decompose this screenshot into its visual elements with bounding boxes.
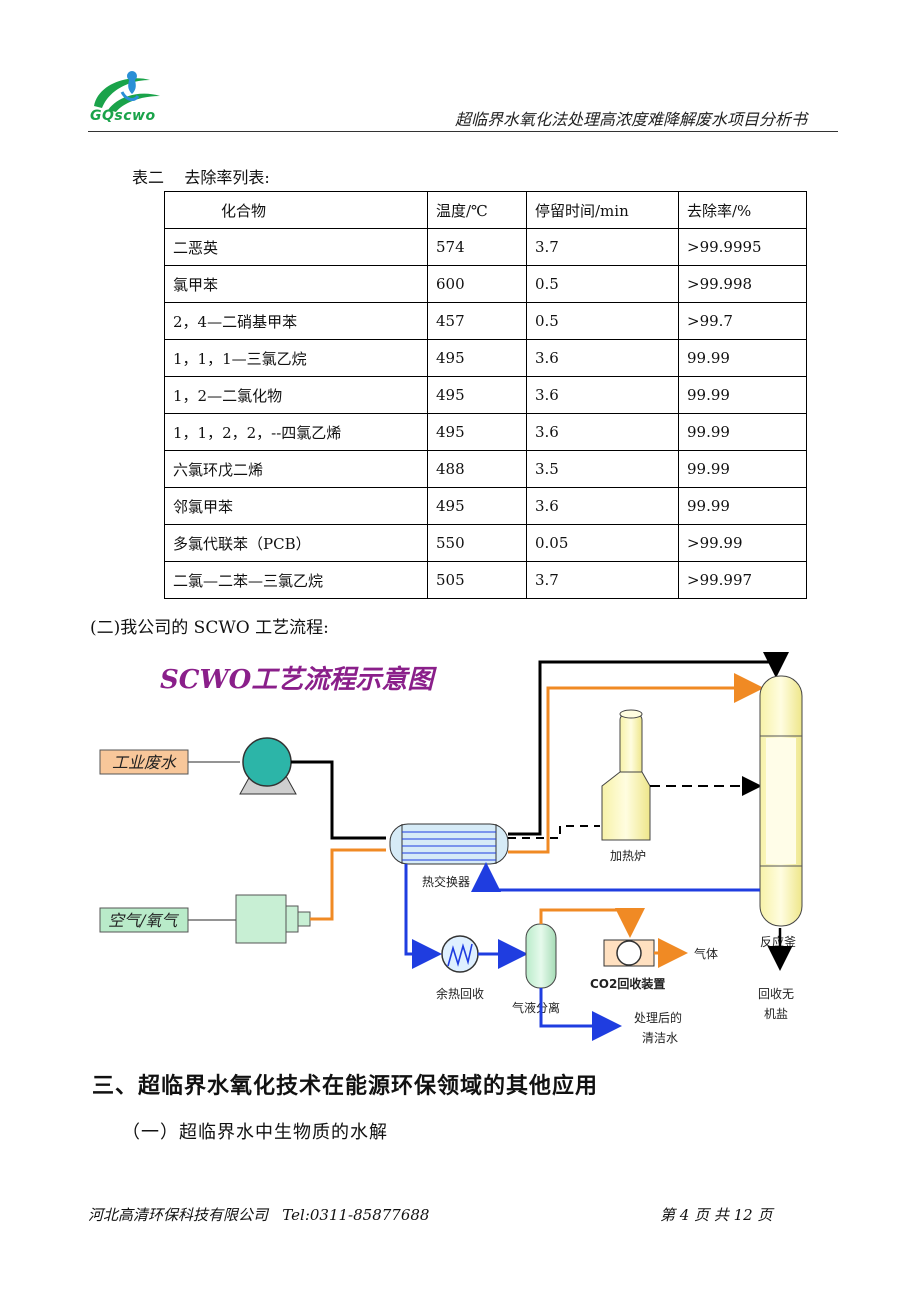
heat-exchanger-icon: [389, 823, 509, 865]
heat-exchanger-label: 热交换器: [422, 874, 470, 889]
residence-time-cell: 3.6: [526, 413, 679, 451]
removal-rate-cell: 99.99: [678, 376, 807, 414]
removal-rate-cell: >99.9995: [678, 228, 807, 266]
compressor-icon: [235, 894, 311, 944]
compound-cell: 二恶英: [164, 228, 428, 266]
compound-cell: 多氯代联苯（PCB）: [164, 524, 428, 562]
heating-furnace-icon: [601, 709, 651, 841]
residence-time-cell: 3.7: [526, 228, 679, 266]
temperature-cell: 505: [427, 561, 527, 599]
temperature-cell: 495: [427, 376, 527, 414]
removal-rate-cell: 99.99: [678, 339, 807, 377]
section-3-title: 三、超临界水氧化技术在能源环保领域的其他应用: [92, 1074, 599, 1099]
footer-company-contact: 河北高清环保科技有限公司 Tel:0311-85877688: [88, 1206, 430, 1224]
temperature-cell: 488: [427, 450, 527, 488]
temperature-cell: 457: [427, 302, 527, 340]
removal-rate-cell: 99.99: [678, 487, 807, 525]
compound-cell: 1，1，2，2，--四氯乙烯: [164, 413, 428, 451]
residence-time-cell: 3.6: [526, 487, 679, 525]
removal-rate-cell: 99.99: [678, 450, 807, 488]
co2-recovery-unit-icon: [603, 939, 655, 967]
temperature-cell: 495: [427, 339, 527, 377]
document-header-title: 超临界水氧化法处理高浓度难降解废水项目分析书: [455, 110, 808, 129]
removal-rate-cell: >99.998: [678, 265, 807, 303]
residence-time-cell: 3.6: [526, 339, 679, 377]
footer-page-number: 第 4 页 共 12 页: [660, 1206, 773, 1224]
table-caption: 表二 去除率列表:: [132, 168, 270, 187]
residence-time-cell: 0.5: [526, 265, 679, 303]
column-header-temperature: 温度/℃: [427, 191, 527, 229]
compound-cell: 1，1，1—三氯乙烷: [164, 339, 428, 377]
compound-cell: 2，4—二硝基甲苯: [164, 302, 428, 340]
table-header-row: 化合物 温度/℃ 停留时间/min 去除率/%: [164, 191, 807, 229]
removal-rate-cell: >99.997: [678, 561, 807, 599]
temperature-cell: 574: [427, 228, 527, 266]
compound-cell: 六氯环戊二烯: [164, 450, 428, 488]
waste-heat-recovery-icon: [441, 935, 479, 973]
gas-liquid-separator-icon: [525, 923, 557, 989]
section-2-title: (二)我公司的 SCWO 工艺流程:: [90, 618, 329, 638]
gas-label: 气体: [694, 946, 718, 961]
air-oxygen-box: [99, 907, 189, 933]
temperature-cell: 495: [427, 413, 527, 451]
temperature-cell: 600: [427, 265, 527, 303]
pump-icon: [239, 737, 297, 795]
residence-time-cell: 3.5: [526, 450, 679, 488]
waste-heat-recovery-label: 余热回收: [436, 986, 484, 1001]
compound-cell: 氯甲苯: [164, 265, 428, 303]
temperature-cell: 495: [427, 487, 527, 525]
company-logo: [94, 71, 160, 112]
residence-time-cell: 0.05: [526, 524, 679, 562]
compound-cell: 邻氯甲苯: [164, 487, 428, 525]
clean-water-label-line2: 清洁水: [642, 1031, 678, 1045]
clean-water-label-line1: 处理后的: [634, 1010, 682, 1025]
residence-time-cell: 3.7: [526, 561, 679, 599]
diagram-title: SCWO工艺流程示意图: [160, 665, 437, 695]
temperature-cell: 550: [427, 524, 527, 562]
compound-cell: 二氯—二苯—三氯乙烷: [164, 561, 428, 599]
co2-recovery-label: CO2回收装置: [590, 976, 665, 991]
removal-rate-cell: 99.99: [678, 413, 807, 451]
column-header-compound: 化合物: [164, 191, 428, 229]
logo-text: GQscwo: [90, 108, 156, 124]
header-rule: [88, 131, 838, 132]
residence-time-cell: 3.6: [526, 376, 679, 414]
column-header-residence-time: 停留时间/min: [526, 191, 679, 229]
subsection-1-title: （一）超临界水中生物质的水解: [122, 1122, 388, 1143]
heating-furnace-label: 加热炉: [610, 849, 646, 863]
air-oxygen-label: 空气/氧气: [108, 911, 179, 930]
scwo-process-diagram: SCWO工艺流程示意图 工业废水 热交换器 空气/氧气 加热炉: [99, 652, 803, 1045]
column-header-removal-rate: 去除率/%: [678, 191, 807, 229]
recovered-salt-label-line2: 机盐: [764, 1007, 788, 1021]
residence-time-cell: 0.5: [526, 302, 679, 340]
compound-cell: 1，2—二氯化物: [164, 376, 428, 414]
reactor-icon: [759, 675, 803, 927]
removal-rate-cell: >99.7: [678, 302, 807, 340]
industrial-wastewater-label: 工业废水: [112, 753, 177, 772]
reactor-label: 反应釜: [760, 934, 796, 949]
gas-liquid-separation-label: 气液分离: [512, 1000, 560, 1015]
recovered-salt-label-line1: 回收无: [758, 987, 794, 1001]
removal-rate-cell: >99.99: [678, 524, 807, 562]
